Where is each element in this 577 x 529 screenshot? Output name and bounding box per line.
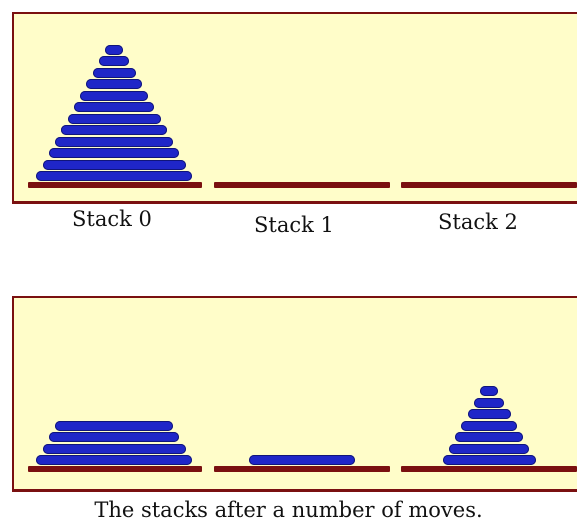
initial-stack-2-base	[401, 182, 577, 188]
initial-stack-0-disk-4	[86, 79, 142, 89]
moved-stack-0-disk-9	[55, 420, 173, 431]
initial-stacks-panel	[12, 12, 577, 204]
moved-stack-0-disk-10	[48, 432, 180, 442]
stack-2-label: Stack 2	[438, 210, 518, 234]
moved-stack-2-base	[401, 466, 577, 472]
moved-stack-2-disk-1	[480, 386, 498, 396]
moved-stack-2-disk-7	[442, 455, 536, 465]
initial-stack-0-disk-1	[105, 44, 123, 55]
moved-stack-0-disk-11	[42, 443, 186, 454]
initial-stack-0-disk-6	[73, 102, 155, 112]
initial-stack-0-disk-10	[48, 148, 180, 158]
moved-stacks-panel	[12, 296, 577, 492]
moved-stack-1-base	[214, 466, 390, 472]
initial-stack-0-disk-3	[92, 67, 136, 78]
moved-stack-0-base	[28, 466, 202, 472]
initial-stack-0-base	[28, 182, 202, 188]
initial-stack-0-disk-9	[55, 136, 173, 147]
initial-stack-0-disk-5	[80, 90, 148, 101]
stack-0-label: Stack 0	[72, 207, 152, 231]
initial-stack-0-disk-12	[36, 171, 192, 181]
moved-stack-2-disk-2	[473, 397, 505, 408]
initial-stack-0-disk-2	[98, 56, 130, 66]
diagram-caption: The stacks after a number of moves.	[94, 498, 483, 522]
moved-stack-2-disk-6	[448, 443, 530, 454]
initial-stack-1-base	[214, 182, 390, 188]
initial-stack-0-disk-8	[61, 125, 167, 135]
stack-1-label: Stack 1	[254, 213, 334, 237]
moved-stack-1-disk-8	[249, 455, 355, 465]
moved-stack-0-disk-12	[36, 455, 192, 465]
moved-stack-2-disk-5	[455, 432, 523, 442]
moved-stack-2-disk-4	[461, 420, 517, 431]
initial-stack-0-disk-7	[67, 113, 161, 124]
initial-stack-0-disk-11	[42, 159, 186, 170]
moved-stack-2-disk-3	[467, 409, 511, 419]
